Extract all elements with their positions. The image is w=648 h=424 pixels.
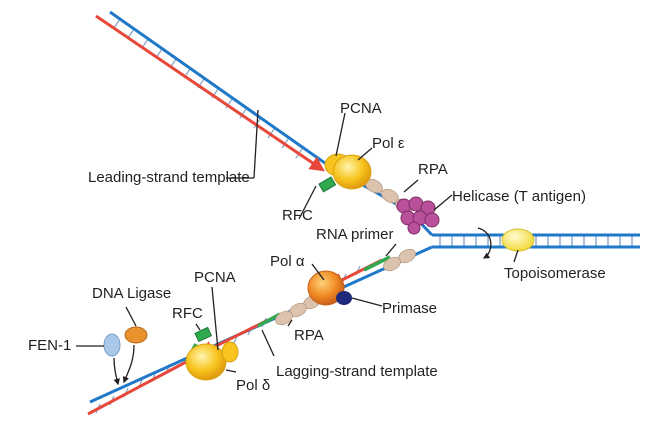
dna-ligase-label: DNA Ligase <box>92 285 172 302</box>
rpa-top-label: RPA <box>418 161 448 178</box>
helicase-shape <box>396 196 440 235</box>
dna-ligase-shape <box>124 326 148 344</box>
rfc-top-label: RFC <box>282 207 313 224</box>
lagging-old-fragment <box>87 360 187 416</box>
fen1-arrow <box>113 357 120 386</box>
pol-delta-shape <box>185 326 239 381</box>
parental-rungs <box>439 236 633 246</box>
helicase-label: Helicase (T antigen) <box>452 188 586 205</box>
leading-strand-template-label: Leading-strand template <box>88 169 250 186</box>
rna-primer-segment-bottom <box>257 312 281 328</box>
rfc-top-shape <box>318 176 337 193</box>
pol-epsilon-shape <box>318 153 372 193</box>
pol-alpha-shape <box>307 270 352 306</box>
fen1-label: FEN-1 <box>28 337 72 354</box>
rotation-arrow <box>477 227 492 259</box>
rna-primer-segment-top <box>363 255 391 272</box>
pol-delta-label: Pol δ <box>236 377 271 394</box>
topoisomerase-shape <box>501 228 535 252</box>
rna-primer-label: RNA primer <box>316 226 394 243</box>
pcna-top-label: PCNA <box>340 100 382 117</box>
primase-label: Primase <box>382 300 438 317</box>
lagging-arm <box>87 245 433 416</box>
primase-shape <box>336 291 352 305</box>
pcna-bottom-label: PCNA <box>194 269 236 286</box>
rfc-bottom-shape <box>194 326 213 343</box>
leading-arm <box>95 10 434 237</box>
lagging-strand-template-label: Lagging-strand template <box>276 363 438 380</box>
parental-duplex <box>432 233 640 249</box>
rpa-bottom-beads <box>275 248 416 326</box>
leading-template-strand <box>109 10 434 237</box>
leading-new-strand <box>95 14 325 172</box>
fen1-shape <box>103 333 121 357</box>
pol-epsilon-label: Pol ε <box>372 135 405 152</box>
leader-lines <box>76 109 519 373</box>
ligase-arrow <box>122 344 135 384</box>
rfc-bottom-label: RFC <box>172 305 203 322</box>
pol-alpha-label: Pol α <box>270 253 305 270</box>
rpa-bottom-label: RPA <box>294 327 324 344</box>
topoisomerase-label: Topoisomerase <box>504 265 606 282</box>
